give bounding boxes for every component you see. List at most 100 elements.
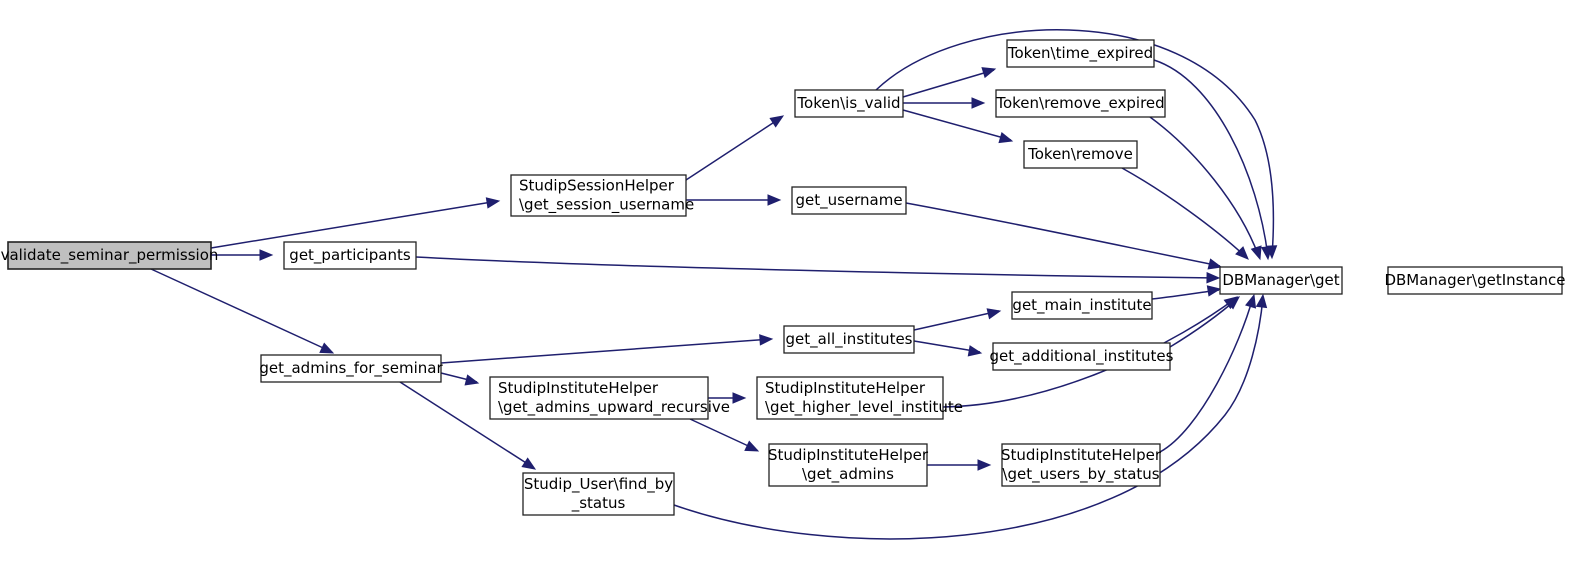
- node-label-line: Token\time_expired: [1007, 44, 1153, 63]
- node-box[interactable]: [794, 89, 904, 118]
- node-box[interactable]: [756, 376, 944, 420]
- edge-token_remove-to-dbmanager_get: [1121, 167, 1248, 259]
- node-get_main_institute[interactable]: get_main_institute: [1011, 291, 1153, 320]
- node-get_admins_for_seminar[interactable]: get_admins_for_seminar: [259, 354, 443, 383]
- node-box[interactable]: [7, 241, 212, 270]
- edge-get_participants-to-dbmanager_get: [415, 256, 1219, 279]
- node-label-line: Token\remove: [1027, 145, 1133, 163]
- node-label-line: \get_higher_level_institute: [765, 398, 963, 417]
- node-box[interactable]: [783, 325, 915, 354]
- node-studip_institute_helper_get_admins[interactable]: StudipInstituteHelper\get_admins: [768, 443, 929, 487]
- arrowhead-icon: [464, 374, 480, 386]
- node-label-line: \get_admins_upward_recursive: [498, 398, 730, 417]
- arrowhead-icon: [259, 249, 274, 261]
- node-studip_user_find_by_status[interactable]: Studip_User\find_by_status: [522, 472, 675, 516]
- edge-studip_institute_helper_get_users_by_status-to-dbmanager_get: [1159, 296, 1254, 453]
- node-label-line: get_all_institutes: [785, 330, 912, 349]
- edge-token_is_valid-to-dbmanager_get: [875, 29, 1275, 257]
- node-studip_institute_helper_get_users_by_status[interactable]: StudipInstituteHelper\get_users_by_statu…: [1001, 443, 1162, 487]
- arrowhead-icon: [1260, 245, 1273, 261]
- node-box[interactable]: [1011, 291, 1153, 320]
- arrowhead-icon: [998, 132, 1014, 144]
- node-studip_session_helper_get_session_username[interactable]: StudipSessionHelper\get_session_username: [510, 174, 694, 217]
- arrowhead-icon: [977, 459, 992, 471]
- edge-studip_institute_helper_get_admins_upward_recursive-to-studip_institute_helper_get_admins: [689, 418, 758, 451]
- node-box[interactable]: [1023, 140, 1138, 169]
- edges-layer: [150, 29, 1278, 540]
- arrowhead-icon: [521, 457, 537, 470]
- arrowhead-icon: [767, 194, 782, 206]
- node-label-line: Studip_User\find_by: [524, 475, 673, 494]
- node-box[interactable]: [1001, 443, 1161, 487]
- node-token_is_valid[interactable]: Token\is_valid: [794, 89, 904, 118]
- arrowhead-icon: [981, 67, 997, 79]
- edge-validate_seminar_permission-to-get_admins_for_seminar: [150, 268, 333, 353]
- node-get_username[interactable]: get_username: [791, 186, 907, 215]
- edge-get_admins_for_seminar-to-get_all_institutes: [440, 338, 772, 364]
- edge-token_is_valid-to-token_remove: [902, 109, 1012, 141]
- node-label-line: StudipInstituteHelper: [1001, 446, 1162, 464]
- node-label-line: get_participants: [289, 246, 411, 265]
- node-box[interactable]: [768, 443, 928, 487]
- node-label-line: validate_seminar_permission: [1, 246, 219, 265]
- edge-validate_seminar_permission-to-studip_session_helper_get_session_username: [210, 200, 499, 249]
- node-get_all_institutes[interactable]: get_all_institutes: [783, 325, 915, 354]
- node-label-line: get_admins_for_seminar: [259, 359, 443, 378]
- node-label-line: \get_admins: [802, 465, 894, 484]
- node-box[interactable]: [992, 342, 1171, 371]
- arrowhead-icon: [732, 392, 747, 404]
- arrowhead-icon: [1255, 293, 1268, 309]
- node-box[interactable]: [283, 241, 417, 270]
- node-box[interactable]: [995, 89, 1166, 118]
- node-dbmanager_getinstance[interactable]: DBManager\getInstance: [1384, 266, 1566, 295]
- arrowhead-icon: [1245, 293, 1257, 309]
- edge-get_admins_for_seminar-to-studip_user_find_by_status: [399, 381, 535, 469]
- arrowhead-icon: [1250, 245, 1262, 261]
- arrowhead-icon: [1206, 272, 1221, 284]
- node-box[interactable]: [1219, 266, 1343, 295]
- node-box[interactable]: [1387, 266, 1563, 295]
- arrowhead-icon: [967, 345, 983, 357]
- node-box[interactable]: [489, 376, 709, 420]
- edge-token_is_valid-to-token_time_expired: [902, 69, 995, 98]
- node-box[interactable]: [1006, 39, 1155, 68]
- arrowhead-icon: [769, 115, 785, 128]
- node-label-line: StudipInstituteHelper: [498, 379, 659, 397]
- node-token_remove_expired[interactable]: Token\remove_expired: [995, 89, 1166, 118]
- edge-studip_session_helper_get_session_username-to-token_is_valid: [685, 116, 783, 181]
- arrowhead-icon: [485, 197, 501, 209]
- edge-token_time_expired-to-dbmanager_get: [1153, 59, 1269, 258]
- node-label-line: \get_users_by_status: [1002, 465, 1159, 484]
- arrowhead-icon: [1207, 258, 1223, 270]
- node-studip_institute_helper_get_higher_level_institute[interactable]: StudipInstituteHelper\get_higher_level_i…: [756, 376, 963, 420]
- node-label-line: StudipInstituteHelper: [768, 446, 929, 464]
- node-label-line: StudipInstituteHelper: [765, 379, 926, 397]
- edge-studip_user_find_by_status-to-dbmanager_get: [673, 296, 1264, 540]
- node-token_remove[interactable]: Token\remove: [1023, 140, 1138, 169]
- arrowhead-icon: [1235, 246, 1249, 260]
- node-box[interactable]: [510, 174, 687, 217]
- arrowhead-icon: [971, 97, 986, 109]
- node-box[interactable]: [260, 354, 442, 383]
- node-label-line: get_additional_institutes: [990, 347, 1174, 366]
- node-validate_seminar_permission[interactable]: validate_seminar_permission: [1, 241, 219, 270]
- edge-get_username-to-dbmanager_get: [905, 202, 1221, 267]
- node-label-line: \get_session_username: [519, 196, 694, 215]
- node-label-line: get_main_institute: [1012, 296, 1151, 315]
- node-studip_institute_helper_get_admins_upward_recursive[interactable]: StudipInstituteHelper\get_admins_upward_…: [489, 376, 730, 420]
- edge-get_all_institutes-to-get_main_institute: [913, 310, 1000, 331]
- node-dbmanager_get[interactable]: DBManager\get: [1219, 266, 1343, 295]
- node-box[interactable]: [522, 472, 675, 516]
- node-label-line: DBManager\getInstance: [1384, 271, 1565, 289]
- node-get_additional_institutes[interactable]: get_additional_institutes: [990, 342, 1174, 371]
- node-label-line: Token\is_valid: [796, 94, 900, 113]
- nodes-layer: validate_seminar_permission get_participa…: [1, 39, 1566, 516]
- node-label-line: DBManager\get: [1222, 271, 1339, 289]
- node-token_time_expired[interactable]: Token\time_expired: [1006, 39, 1155, 68]
- node-label-line: _status: [571, 494, 626, 513]
- node-box[interactable]: [791, 186, 907, 215]
- node-get_participants[interactable]: get_participants: [283, 241, 417, 270]
- arrowhead-icon: [744, 440, 760, 452]
